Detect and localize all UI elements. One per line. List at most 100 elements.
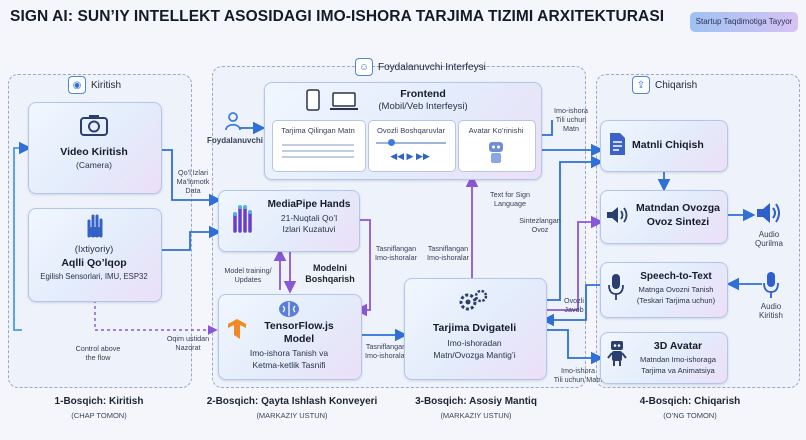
audio-speaker-icon [754, 198, 784, 228]
stage-4-sub: (O’NG TOMON) [663, 411, 717, 420]
glove-subtitle: Egilish Sensorlari, IMU, ESP32 [40, 272, 148, 281]
voice-answer-line2: Javob [564, 305, 584, 314]
stt-sub1: Matnga Ovozni Tanish [638, 285, 714, 294]
engine-sub2: Matn/Ovozga Mantig’i [433, 350, 516, 360]
model-training-line2: Updates [234, 275, 262, 284]
text-for-sign-line2: Language [494, 199, 526, 208]
voice-answer-line1: Ovozli [564, 296, 584, 305]
edge-stt-to-engine [541, 284, 600, 327]
sign-text-bottom-line2: Tili uchun Matn [553, 375, 603, 384]
mediapipe-sub2: Izlari Kuzatuvi [282, 224, 336, 234]
mediapipe-title: MediaPipe Hands [267, 199, 351, 210]
sign-text-top-line3: Matn [563, 124, 579, 133]
smart-glove-card[interactable] [28, 208, 162, 302]
glove-optional: (Ixtiyoriy) [74, 244, 114, 255]
stage-1-sub: (CHAP TOMON) [71, 411, 127, 420]
input-panel-title: Kiritish [91, 79, 122, 91]
tensorflow-title2: Model [283, 333, 315, 345]
sign-text-bottom-line1: Imo-ishora [561, 366, 595, 375]
stage-1-title: 1-Bosqich: Kiritish [54, 396, 144, 407]
ui-panel-title: Foydalanuvchi Interfeysi [378, 61, 486, 73]
avatar-sub1: Matndan Imo-ishoraga [640, 355, 716, 364]
text-lines [282, 144, 354, 162]
text-output-title: Matnli Chiqish [632, 139, 704, 151]
audio-device-label: Audio Qurilma [744, 230, 794, 248]
tts-title1: Matndan Ovozga [635, 202, 720, 214]
hand-data-line3: Data [185, 186, 201, 195]
stt-sub2: (Teskari Tarjima uchun) [636, 296, 716, 305]
classified-2-line2: Imo-ishoralar [365, 351, 407, 360]
avatar-robot-icon [606, 338, 628, 368]
edge-engine-to-tts [545, 215, 604, 311]
status-badge[interactable]: Startup Taqdimotiga Tayyor [690, 12, 798, 32]
control-label: Control above the flow [58, 344, 138, 362]
frontend-subtitle: (Mobil/Veb Interfeysi) [378, 101, 468, 112]
user-icon [222, 110, 244, 132]
synth-voice-line1: Sintezlangan [519, 216, 561, 225]
video-input-subtitle: (Camera) [76, 160, 112, 170]
output-panel-title: Chiqarish [655, 79, 698, 91]
robot-icon [484, 138, 508, 166]
edge-glove-to-mediapipe [160, 225, 222, 251]
hand-icon [82, 212, 108, 238]
text-for-sign-label: Text for Sign Language [478, 190, 542, 208]
camera-icon [78, 112, 110, 138]
control-label-line2: the flow [85, 353, 111, 362]
brain-icon [276, 298, 302, 320]
classified-3-line2: Imo-ishoralar [427, 253, 469, 262]
synth-voice-label: Sintezlangan Ovoz [512, 216, 568, 234]
classified-3-line1: Tasniflangan [427, 244, 469, 253]
sign-text-top-line2: Tili uchun [555, 115, 587, 124]
tts-title2: Ovoz Sintezi [646, 216, 710, 228]
frontend-title: Frontend [400, 88, 446, 100]
mediapipe-sub1: 21-Nuqtali Qo’l [280, 213, 338, 223]
model-control-label: Modelni Boshqarish [298, 263, 362, 285]
avatar-view-label: Avatar Ko’rinishi [468, 126, 524, 135]
camera-icon: ◉ [68, 76, 86, 94]
output-panel-header: ⇪ Chiqarish [632, 76, 697, 94]
audio-input-line2: Kiritish [758, 311, 783, 320]
engine-title: Tarjima Dvigateli [432, 322, 517, 334]
audio-slider[interactable] [376, 142, 446, 144]
voice-answer-label: Ovozli Javob [556, 296, 592, 314]
audio-device-line1: Audio [758, 230, 780, 239]
control-label-line1: Control above [75, 344, 121, 353]
classified-label-1: Tasniflangan Imo-ishoralar [368, 244, 424, 262]
oqim-line1: Oqim ustidan [166, 334, 210, 343]
voice-controls-panel[interactable] [368, 120, 456, 172]
model-training-label: Model training/ Updates [220, 266, 276, 284]
oqim-line2: Nazorat [175, 343, 201, 352]
hand-data-label: Qo’l Izlari Ma’lumotk Data [170, 168, 216, 195]
model-training-line1: Model training/ [224, 266, 272, 275]
edge-control-flow [94, 300, 218, 335]
oqim-label: Oqim ustidan Nazorat [162, 334, 214, 352]
laptop-icon [328, 90, 360, 112]
edge-engine-to-text [545, 155, 604, 301]
upload-icon: ⇪ [632, 76, 650, 94]
edge-frontend-out [540, 120, 553, 136]
gears-icon [456, 288, 490, 312]
engine-sub1: Imo-ishoradan [447, 338, 502, 348]
avatar-title: 3D Avatar [653, 340, 703, 352]
edge-glove-feedback [13, 141, 32, 331]
users-icon: ☺ [355, 58, 373, 76]
phone-icon [302, 88, 324, 112]
ui-panel-header: ☺ Foydalanuvchi Interfeysi [355, 58, 486, 76]
classified-label-3: Tasniflangan Imo-ishoralar [420, 244, 476, 262]
stage-2-sub: (MARKAZIY USTUN) [256, 411, 328, 420]
glove-title: Aqlli Qo’lqop [61, 257, 127, 269]
model-control-line1: Modelni [313, 263, 347, 273]
edge-engine-to-avatar [545, 329, 604, 365]
tensorflow-sub2: Ketma-ketlik Tasnifi [252, 360, 326, 370]
hand-tracking-icon [226, 200, 258, 236]
edge-mediapipe-to-tfjs-side [354, 219, 371, 317]
user-label: Foydalanuvchi [206, 136, 263, 145]
sign-text-top-label: Imo-ishora Tili uchun Matn [548, 106, 594, 133]
hand-data-line1: Qo’l Izlari [178, 168, 208, 177]
slider-knob[interactable] [388, 139, 395, 146]
media-controls-icon[interactable]: ◀◀ ▶ ▶▶ [390, 151, 430, 161]
classified-label-2: Tasniflangan Imo-ishoralar [358, 342, 414, 360]
hand-data-line2: Ma’lumotk [176, 177, 210, 186]
text-for-sign-line1: Text for Sign [490, 190, 530, 199]
